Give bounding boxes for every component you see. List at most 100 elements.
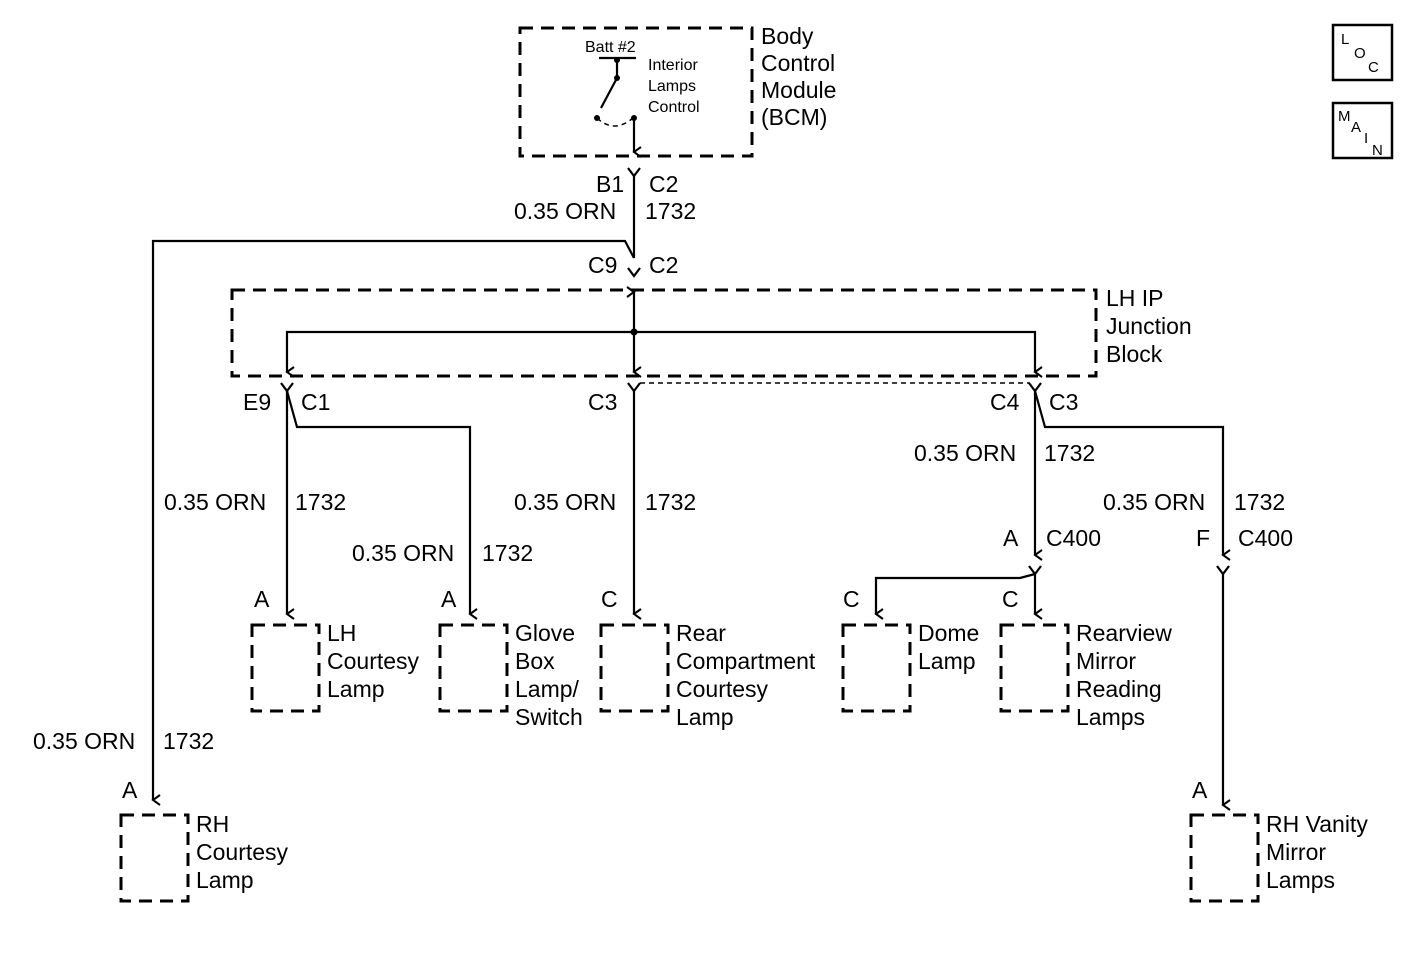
glove-box-name: Box [515,648,555,674]
lh-courtesy-name: Lamp [327,676,385,702]
bcm-box [518,26,754,158]
rh-vanity-lamp-box [1189,813,1260,903]
c400-f-wire-circuit: 1732 [1234,489,1285,515]
jb-bus-right [634,330,1043,378]
c400-label-f: C400 [1238,525,1293,551]
control-line: Lamps [648,78,696,95]
switch-blade [600,77,618,109]
glove-box-wire-circuit: 1732 [482,540,533,566]
rear-compartment-wire-gauge: 0.35 ORN [514,489,616,515]
rear-compartment-name: Courtesy [676,676,769,702]
bcm-connector-symbol [627,167,641,178]
lh-courtesy-name: LH [327,620,356,646]
c400-f-connector-symbol [1216,565,1230,576]
main-icon-letter: I [1364,130,1368,147]
glove-box-lamp-box [438,623,509,713]
bcm-name-line: Body [761,23,814,49]
rear-compartment-lamp-box [599,623,670,713]
jb-c4-pin: C4 [990,389,1020,415]
rearview-mirror-name: Mirror [1076,648,1136,674]
dome-name: Lamp [918,648,976,674]
rh-courtesy-lamp-box [119,813,190,903]
rh-courtesy-wire-circuit: 1732 [163,728,214,754]
main-icon-letter: A [1351,119,1361,136]
jb-c1-connector: C1 [301,389,330,415]
jb-c4-connector-symbol [1028,382,1042,393]
c400-a-wire-gauge: 0.35 ORN [914,440,1016,466]
junction-block-box [230,288,1098,378]
dome-lamp-box [841,623,912,713]
rh-courtesy-wire [151,239,635,806]
location-icon-letter: C [1368,59,1379,76]
glove-box-name: Glove [515,620,575,646]
c400-label: C400 [1046,525,1101,551]
bcm-name-line: Control [761,50,835,76]
glove-box-name: Lamp/ [515,676,580,702]
rh-courtesy-wire-gauge: 0.35 ORN [33,728,135,754]
jb-c2-connector: C2 [649,252,678,278]
glove-box-wire-gauge: 0.35 ORN [352,540,454,566]
lh-courtesy-name: Courtesy [327,648,420,674]
batt-node [614,57,620,63]
main-icon-letter: N [1372,142,1383,159]
glove-box-name: Switch [515,704,583,730]
location-icon-letter: L [1341,31,1349,48]
rear-compartment-name: Lamp [676,704,734,730]
control-line: Control [648,99,700,116]
rearview-mirror-name: Rearview [1076,620,1172,646]
main-icon[interactable]: M A I N [1331,101,1394,160]
jb-name-line: Junction [1106,313,1192,339]
c400-f-wire-gauge: 0.35 ORN [1103,489,1205,515]
lh-courtesy-wire-circuit: 1732 [295,489,346,515]
bcm-name-line: (BCM) [761,104,827,130]
switch-link [596,117,634,127]
control-line: Interior [648,57,698,74]
dome-name: Dome [918,620,979,646]
c400-pin-a: A [1003,525,1019,551]
jb-bus-left [285,330,634,378]
rear-compartment-pin: C [601,586,618,612]
glove-box-wire [285,390,478,620]
rh-courtesy-name: Lamp [196,867,254,893]
dome-lamp-wire [874,572,1036,620]
jb-c1-connector-symbol [280,382,294,393]
rh-courtesy-name: Courtesy [196,839,289,865]
main-icon-letter: M [1338,108,1351,125]
dome-pin: C [843,586,860,612]
rearview-mirror-pin: C [1002,586,1019,612]
glove-box-pin: A [441,586,457,612]
jb-name-line: Block [1106,341,1163,367]
location-icon[interactable]: L O C [1331,23,1394,82]
lh-courtesy-lamp-box [250,623,321,713]
jb-name-line: LH IP [1106,285,1164,311]
main-wire-gauge: 0.35 ORN [514,198,616,224]
rear-compartment-name: Compartment [676,648,816,674]
rh-vanity-name: Mirror [1266,839,1326,865]
rh-vanity-name: Lamps [1266,867,1335,893]
bcm-name-line: Module [761,77,836,103]
rearview-mirror-name: Lamps [1076,704,1145,730]
bcm-pin: B1 [596,171,624,197]
jb-c2-connector-symbol [627,267,641,278]
rear-compartment-wire-circuit: 1732 [645,489,696,515]
jb-c9-pin: C9 [588,252,617,278]
rh-vanity-pin: A [1192,777,1208,803]
rear-compartment-name: Rear [676,620,726,646]
rearview-mirror-lamp-box [999,623,1070,713]
jb-c3-right-connector: C3 [1049,389,1078,415]
jb-e9-pin: E9 [243,389,271,415]
rh-courtesy-pin: A [122,777,138,803]
rh-vanity-name: RH Vanity [1266,811,1368,837]
lh-courtesy-pin: A [254,586,270,612]
main-wire-circuit: 1732 [645,198,696,224]
jb-c3-connector: C3 [588,389,617,415]
batt-label: Batt #2 [585,39,636,56]
c400-a-connector-symbol [1028,565,1042,576]
rh-courtesy-name: RH [196,811,229,837]
bcm-connector: C2 [649,171,678,197]
c400-a-wire-circuit: 1732 [1044,440,1095,466]
rearview-mirror-name: Reading [1076,676,1162,702]
jb-c3-connector-symbol [627,382,641,393]
lh-courtesy-wire-gauge: 0.35 ORN [164,489,266,515]
